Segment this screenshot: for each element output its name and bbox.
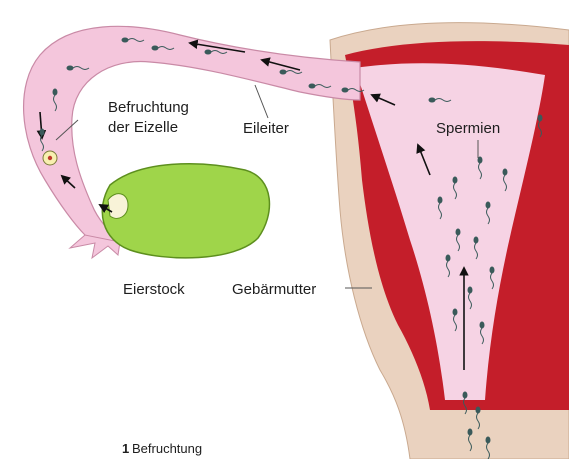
- label-spermien: Spermien: [436, 120, 500, 137]
- label-eierstock: Eierstock: [123, 281, 185, 298]
- egg-nucleus: [48, 156, 52, 160]
- label-befruchtung-line1: Befruchtung: [108, 99, 189, 116]
- ovary-follicle: [108, 194, 128, 219]
- label-eileiter: Eileiter: [243, 120, 289, 137]
- caption-text: Befruchtung: [132, 441, 202, 456]
- leader-eileiter: [255, 85, 268, 118]
- label-gebaermutter: Gebärmutter: [232, 281, 316, 298]
- caption-number: 1: [122, 441, 129, 456]
- label-befruchtung-line2: der Eizelle: [108, 119, 178, 136]
